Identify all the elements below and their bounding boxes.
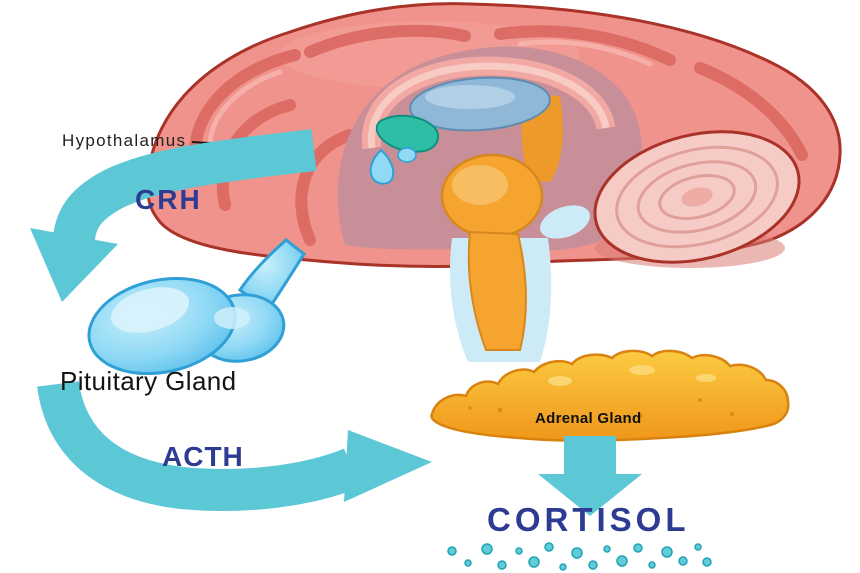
acth-arrow <box>37 380 432 511</box>
brain-illustration <box>146 2 842 362</box>
pituitary-gland-label: Pituitary Gland <box>60 366 237 396</box>
cerebellum <box>593 130 801 264</box>
crh-arrow <box>30 129 317 302</box>
hypothalamus-label: Hypothalamus <box>62 131 187 150</box>
medulla-spinal-cord <box>467 230 527 351</box>
adrenal-illustration <box>430 349 790 442</box>
pituitary-illustration <box>87 238 306 376</box>
pituitary-droplet <box>397 147 417 163</box>
adrenal-gland-label: Adrenal Gland <box>535 410 642 427</box>
crh-arrowhead <box>30 228 118 302</box>
crh-label: CRH <box>135 184 202 215</box>
pons-highlight <box>452 165 508 205</box>
cortisol-arrowhead <box>538 474 642 516</box>
hypothalamus-structure <box>375 114 440 153</box>
adrenal-body <box>430 349 790 442</box>
adrenal-highlights <box>548 365 716 386</box>
adrenal-speckles <box>468 398 735 422</box>
pituitary-highlight <box>110 287 190 333</box>
fourth-ventricle <box>540 205 590 239</box>
acth-arrowhead <box>344 430 432 502</box>
pituitary-stalk-droplet <box>369 148 395 185</box>
cortisol-label: CORTISOL <box>487 501 690 538</box>
gyri-highlights <box>207 39 653 153</box>
thalamus-highlight <box>425 85 515 109</box>
medial-surface <box>337 46 643 252</box>
cortisol-dots <box>447 542 712 571</box>
acth-label: ACTH <box>162 441 244 472</box>
cortisol-arrow <box>538 436 642 516</box>
